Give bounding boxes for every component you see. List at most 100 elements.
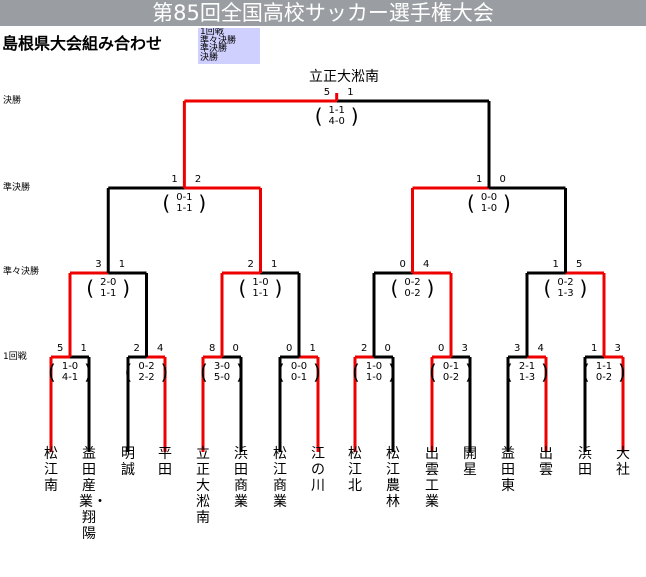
first-half-score: 0-2 — [557, 277, 574, 288]
paren-left: ( — [467, 191, 475, 215]
team-name: 江の川 — [311, 446, 325, 494]
first-half-score: 0-1 — [176, 192, 193, 203]
match-score: 1 3 — [591, 343, 628, 354]
round-label-quarterfinal: 準々決勝 — [3, 267, 40, 277]
second-half-score: 4-0 — [328, 116, 345, 127]
paren-left: ( — [200, 360, 208, 384]
legend-item-r1: 1回戦 — [200, 28, 224, 37]
paren-left: ( — [86, 276, 95, 300]
team-name: 益田東 — [501, 446, 515, 494]
paren-right: ) — [84, 360, 92, 384]
round-legend: 1回戦 準々決勝 準決勝 決勝 — [198, 28, 260, 64]
round-label-first: 1回戦 — [3, 352, 27, 362]
second-half-score: 1-3 — [557, 288, 574, 299]
team-name: 浜田 — [578, 446, 592, 478]
paren-left: ( — [582, 360, 590, 384]
match-score: 0 4 — [399, 259, 437, 270]
paren-right: ) — [618, 360, 626, 384]
paren-right: ) — [274, 276, 283, 300]
second-half-score: 1-1 — [100, 288, 117, 299]
team-name: 松江農林 — [386, 446, 400, 510]
paren-left: ( — [162, 191, 171, 215]
paren-left: ( — [429, 360, 437, 384]
second-half-score: 0-2 — [442, 372, 460, 383]
paren-right: ) — [350, 104, 359, 128]
match-score: 2 1 — [247, 259, 285, 270]
team-name: 明誠 — [121, 446, 135, 478]
second-half-score: 0-1 — [290, 372, 308, 383]
first-half-score: 0-2 — [404, 277, 421, 288]
first-half-score: 0-2 — [138, 361, 155, 372]
second-half-score: 0-2 — [404, 288, 421, 299]
paren-left: ( — [238, 276, 247, 300]
first-half-score: 1-0 — [252, 277, 269, 288]
second-half-score: 1-1 — [176, 203, 193, 214]
first-half-score: 2-1 — [518, 361, 536, 372]
second-half-score: 4-1 — [61, 372, 79, 383]
champion-name: 立正大淞南 — [309, 69, 379, 85]
match-score: 3 4 — [514, 343, 551, 354]
first-half-score: 0-0 — [480, 192, 498, 203]
paren-left: ( — [277, 360, 285, 384]
tournament-banner: 第85回全国高校サッカー選手権大会 — [0, 0, 646, 26]
first-half-score: 1-1 — [328, 105, 345, 116]
round-label-semifinal: 準決勝 — [3, 183, 31, 193]
paren-left: ( — [352, 360, 360, 384]
paren-right: ) — [541, 360, 549, 384]
match-score: 1 2 — [171, 174, 209, 185]
paren-right: ) — [579, 276, 588, 300]
legend-item-sf: 準決勝 — [200, 44, 228, 54]
match-score: 5 1 — [323, 87, 361, 98]
team-name: 出雲工業 — [425, 446, 439, 510]
team-name: 大社 — [616, 446, 630, 478]
second-half-score: 1-3 — [518, 372, 536, 383]
legend-item-qf: 準々決勝 — [200, 35, 237, 46]
paren-right: ) — [388, 360, 396, 384]
team-name: 開星 — [463, 446, 477, 478]
team-name: 松江商業 — [273, 446, 287, 510]
paren-right: ) — [122, 276, 131, 300]
match-score: 0 1 — [286, 343, 323, 354]
first-half-score: 1-1 — [595, 361, 613, 372]
first-half-score: 0-1 — [442, 361, 460, 372]
team-name: 益田産業・翔陽 — [79, 446, 107, 542]
match-score: 1 0 — [476, 174, 513, 185]
match-score: 5 1 — [57, 343, 94, 354]
second-half-score: 0-2 — [595, 372, 613, 383]
paren-left: ( — [314, 104, 323, 128]
team-name: 松江北 — [348, 446, 362, 494]
paren-right: ) — [465, 360, 473, 384]
paren-right: ) — [426, 276, 435, 300]
paren-right: ) — [313, 360, 321, 384]
paren-right: ) — [198, 191, 207, 215]
legend-item-final: 決勝 — [200, 52, 219, 63]
match-score: 0 3 — [438, 343, 475, 354]
page-title: 島根県大会組み合わせ — [2, 34, 163, 53]
paren-left: ( — [543, 276, 552, 300]
second-half-score: 1-0 — [480, 203, 498, 214]
paren-left: ( — [124, 360, 133, 384]
first-half-score: 0-0 — [290, 361, 308, 372]
match-score: 1 5 — [552, 259, 590, 270]
paren-right: ) — [503, 191, 511, 215]
paren-left: ( — [390, 276, 399, 300]
second-half-score: 5-0 — [213, 372, 231, 383]
team-name: 松江南 — [44, 446, 58, 494]
paren-left: ( — [48, 360, 56, 384]
team-name: 浜田商業 — [234, 446, 248, 510]
second-half-score: 1-1 — [252, 288, 269, 299]
